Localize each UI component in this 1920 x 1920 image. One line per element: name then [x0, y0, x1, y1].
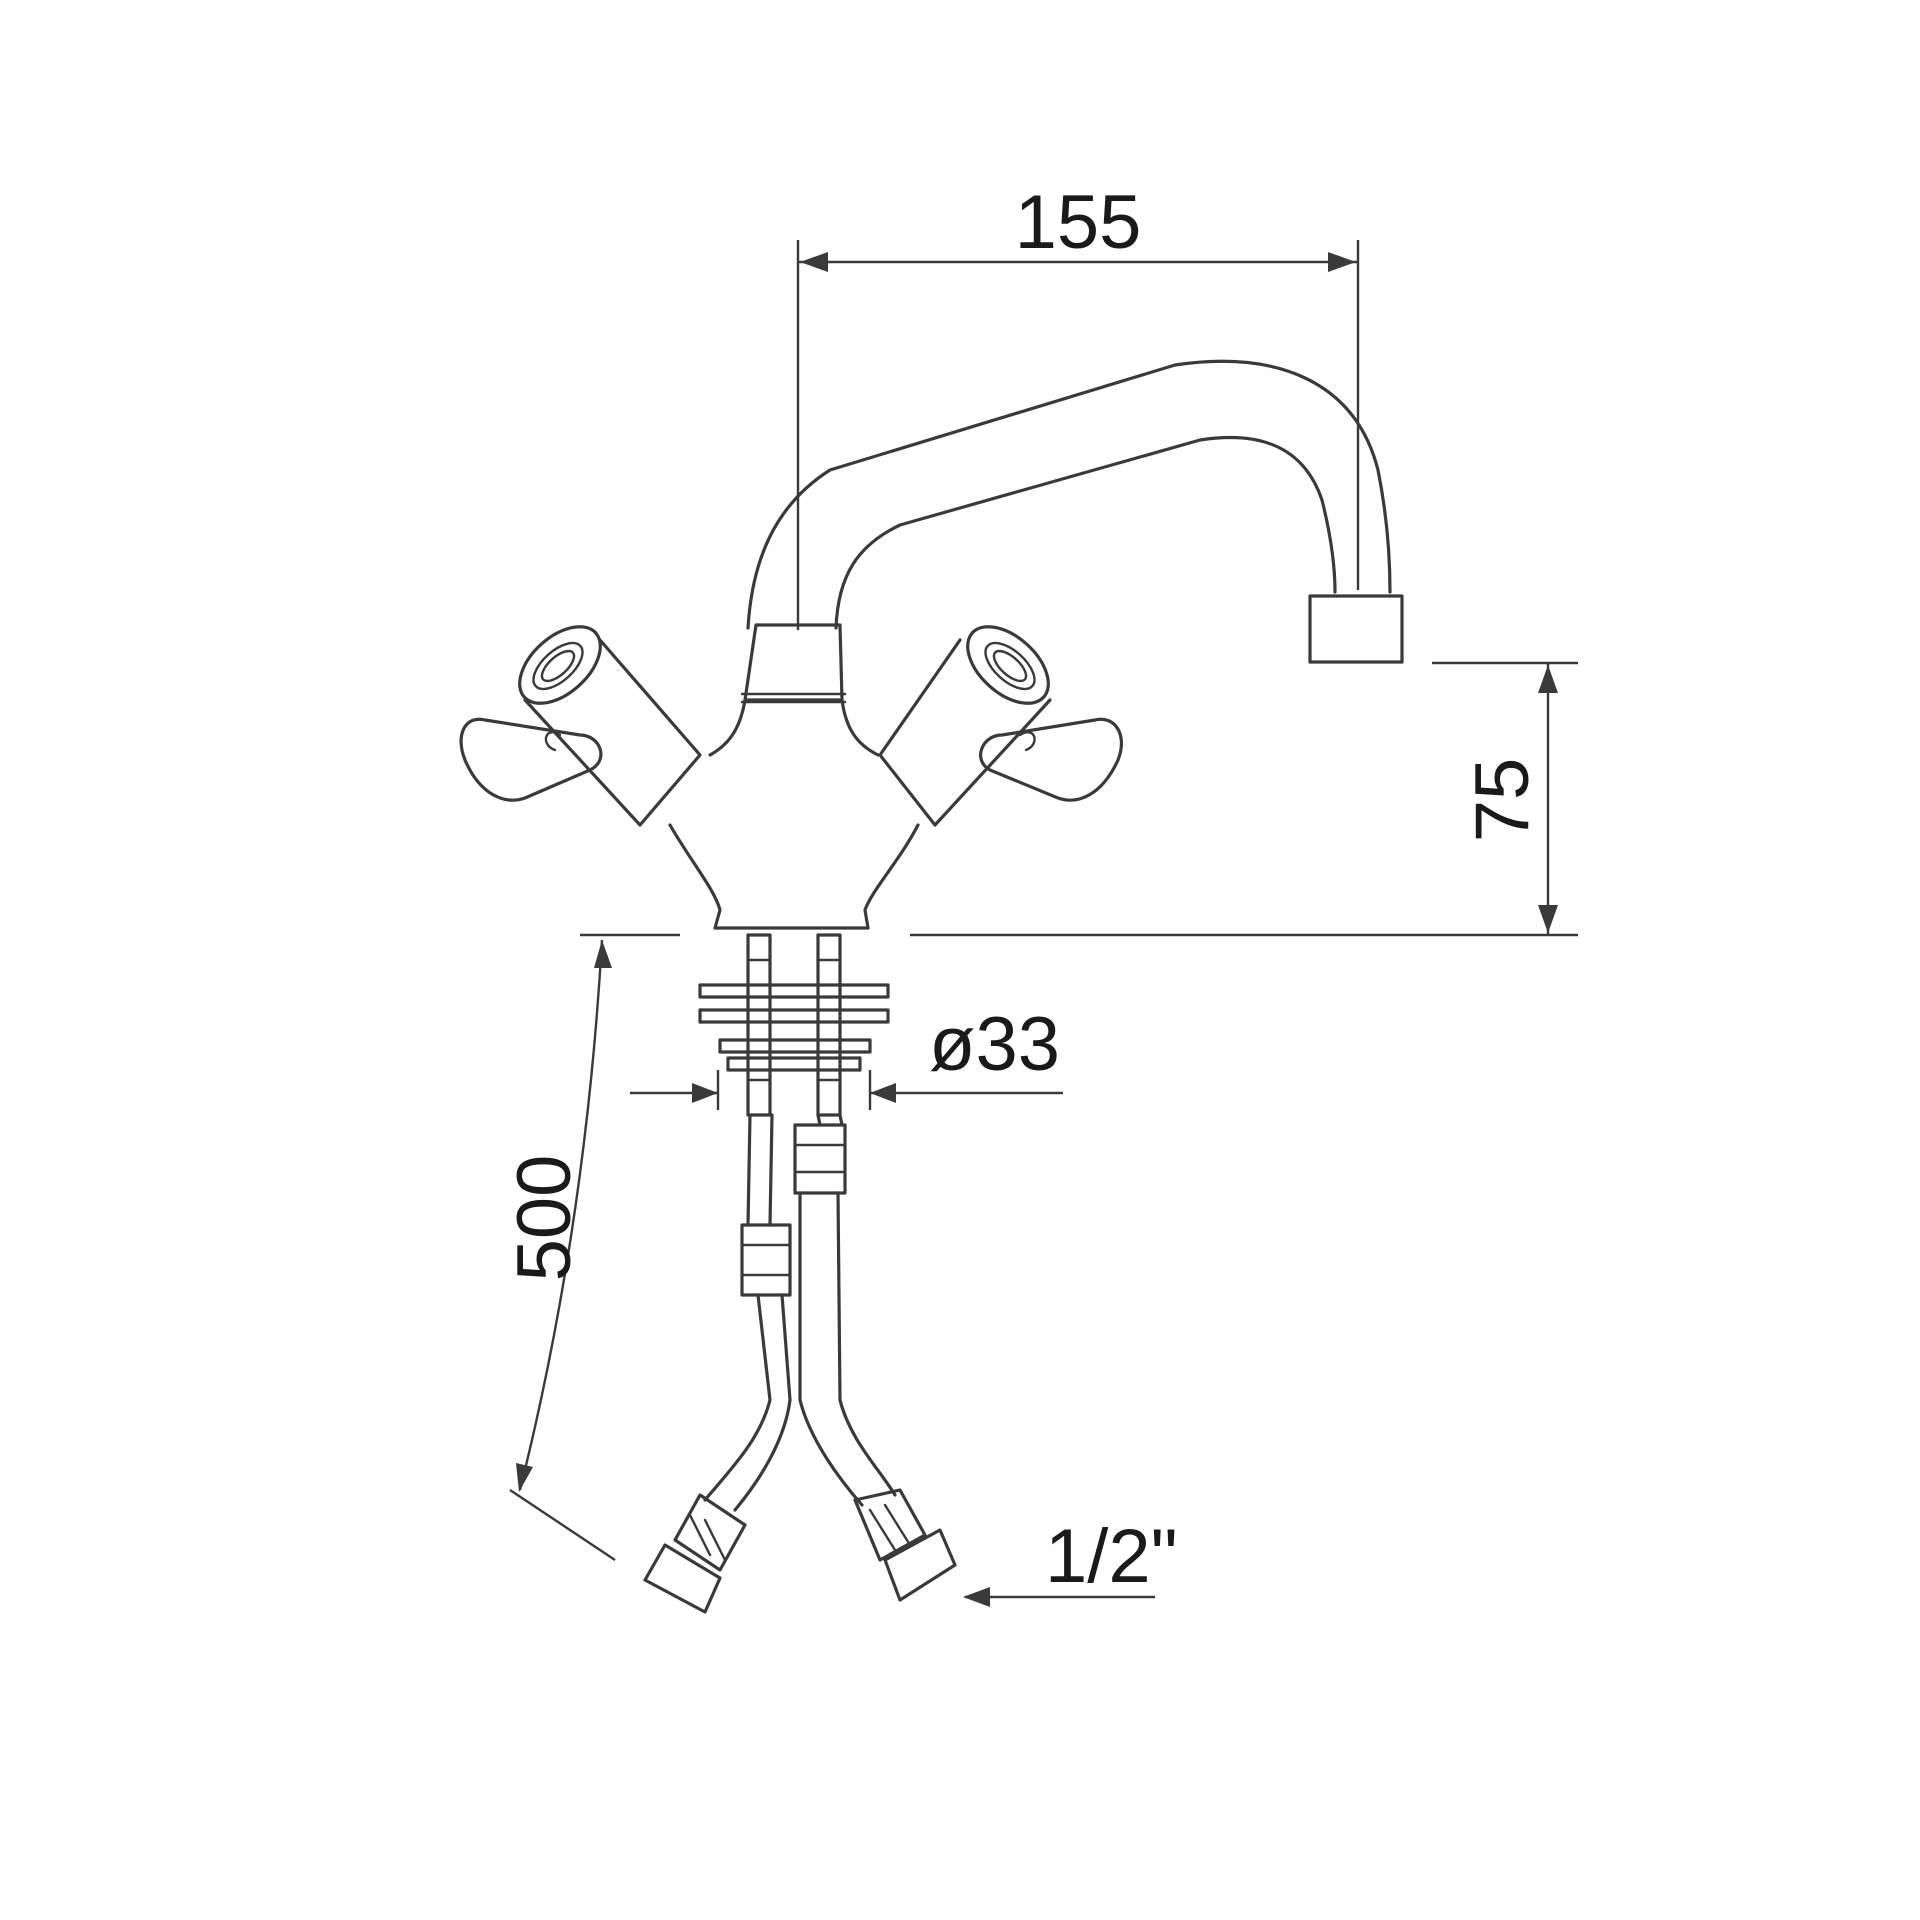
mixer-body [668, 623, 920, 930]
dimension-lines [509, 240, 1578, 1607]
mounting-assembly [698, 933, 890, 1117]
dim-mount-diameter: ø33 [929, 1002, 1060, 1087]
aerator [1308, 594, 1404, 664]
left-handle [459, 625, 702, 827]
spout [746, 359, 1404, 664]
dim-spout-height: 75 [1460, 758, 1545, 843]
right-handle [878, 625, 1124, 827]
dim-spout-reach: 155 [1015, 180, 1142, 265]
dim-connection-size: 1/2" [1045, 1514, 1178, 1599]
flexible-hoses [643, 1113, 957, 1614]
dim-hose-length: 500 [502, 1155, 587, 1282]
